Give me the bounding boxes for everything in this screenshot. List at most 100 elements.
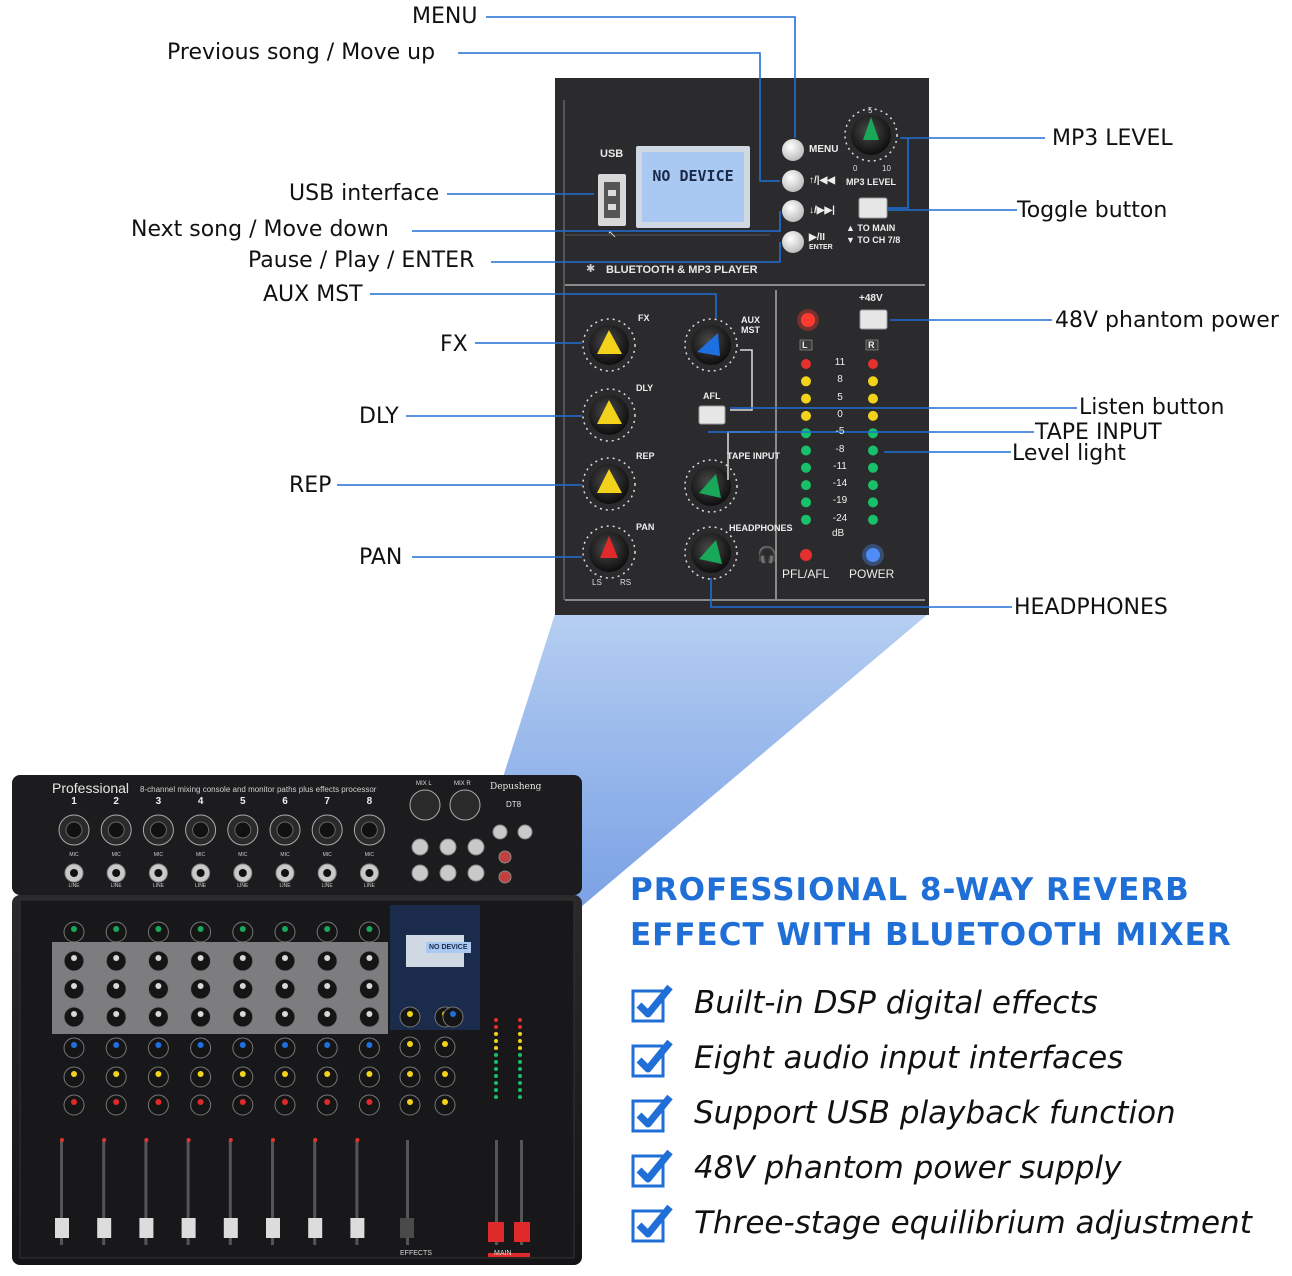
meter-level-label: 11: [834, 357, 846, 368]
mixer-meter-led: [494, 1039, 498, 1043]
mic-label: MIC: [238, 852, 248, 858]
mixer-meter-led: [518, 1046, 522, 1050]
rca-jack: [498, 850, 512, 864]
fader-track: [228, 1140, 232, 1245]
mixer-meter-led: [494, 1095, 498, 1099]
line-label: LINE: [110, 883, 122, 889]
mixer-meter-led: [518, 1095, 522, 1099]
menu-button-label: MENU: [809, 144, 839, 155]
knob-indicator: [324, 1042, 331, 1048]
aux-label: AUX: [741, 315, 761, 325]
knob-indicator: [113, 955, 120, 961]
callout-phantom-power: 48V phantom power: [1055, 308, 1279, 333]
knob-indicator: [366, 983, 373, 989]
play-pause-button[interactable]: [782, 231, 804, 253]
knob-indicator: [155, 1099, 162, 1105]
knob-indicator: [239, 1099, 246, 1105]
fader-cap: [181, 1218, 196, 1238]
mixer-meter-led: [494, 1053, 498, 1057]
xlr-pins: [360, 821, 378, 839]
effects-fader-cap: [400, 1218, 414, 1238]
xlr-pins: [192, 821, 210, 839]
callout-pan: PAN: [359, 545, 403, 570]
knob-indicator: [366, 926, 373, 932]
mic-label: MIC: [111, 852, 121, 858]
knob-indicator: [442, 1041, 448, 1047]
channel-number: 4: [197, 796, 204, 807]
pan-rs-label: RS: [620, 578, 632, 587]
knob-indicator: [366, 955, 373, 961]
previous-song-button[interactable]: [782, 170, 804, 192]
knob-indicator: [442, 1099, 448, 1105]
aux-mst-knob: [684, 318, 738, 372]
knob-indicator: [155, 926, 162, 932]
enter-label: ENTER: [809, 244, 833, 251]
db-label: dB: [832, 528, 845, 539]
callout-usb-interface: USB interface: [289, 181, 440, 206]
usb-label: USB: [600, 148, 624, 160]
mp3-knob-zero: 0: [853, 164, 858, 173]
mixer-meter-led: [518, 1018, 522, 1022]
knob-indicator: [71, 1011, 77, 1017]
mixer-mix-r: MIX R: [454, 781, 471, 787]
checkmark-icon: [631, 1039, 673, 1078]
meter-led: [868, 462, 878, 473]
fx-knob: [582, 318, 636, 372]
meter-left-label: L: [802, 340, 808, 350]
knob-indicator: [324, 983, 331, 989]
mixer-meter-led: [494, 1060, 498, 1064]
peak-led: [186, 1138, 191, 1142]
meter-level-label: -24: [832, 512, 848, 524]
feature-item: Eight audio input interfaces: [630, 1035, 1123, 1081]
mic-label: MIC: [196, 852, 206, 858]
main-fader-track: [495, 1140, 498, 1245]
bluetooth-player-label: BLUETOOTH & MP3 PLAYER: [606, 264, 758, 276]
fader-track: [102, 1140, 106, 1245]
dly-label: DLY: [636, 383, 654, 393]
level-meter: [801, 359, 878, 525]
meter-level-label: 0: [837, 408, 843, 420]
meter-led: [801, 359, 811, 369]
meter-level-label: 8: [837, 374, 843, 386]
afl-button[interactable]: [699, 406, 725, 424]
line-jack-hole: [70, 869, 78, 877]
menu-button[interactable]: [782, 139, 804, 161]
mst-label: MST: [741, 325, 760, 335]
checkmark-icon: [631, 1204, 673, 1243]
meter-led: [801, 462, 811, 473]
master-jack: [439, 864, 457, 882]
mixer-meter-led: [518, 1025, 522, 1029]
knob-indicator: [155, 1071, 162, 1077]
line-label: LINE: [363, 883, 375, 889]
peak-led: [313, 1138, 318, 1142]
rca-jack: [492, 824, 508, 840]
next-song-button[interactable]: [782, 200, 804, 222]
knob-indicator: [282, 983, 288, 989]
feature-item: 48V phantom power supply: [630, 1145, 1121, 1191]
mixer-meter-led: [494, 1074, 498, 1078]
knob-indicator: [113, 1011, 120, 1017]
callout-pause-play: Pause / Play / ENTER: [248, 248, 475, 273]
main-fader-cap: [514, 1222, 530, 1242]
knob-indicator: [239, 1011, 246, 1017]
knob-indicator: [366, 1071, 373, 1077]
meter-led: [801, 428, 811, 439]
mixer-meter-led: [518, 1088, 522, 1092]
phantom-power-button[interactable]: [860, 310, 887, 329]
fader-track: [355, 1140, 359, 1245]
toggle-button[interactable]: [859, 198, 887, 218]
phantom-power-label: +48V: [859, 293, 883, 304]
channel-number: 8: [366, 796, 373, 807]
line-label: LINE: [237, 883, 249, 889]
line-jack-hole: [238, 869, 247, 877]
knob-indicator: [282, 1071, 288, 1077]
heading-line-1: PROFESSIONAL 8-WAY REVERB: [630, 872, 1190, 908]
xlr-pins: [107, 821, 125, 839]
meter-led: [868, 497, 878, 508]
knob-indicator: [197, 1071, 204, 1077]
meter-led: [801, 497, 811, 508]
fader-cap: [266, 1218, 280, 1238]
pan-knob: [582, 525, 636, 579]
knob-indicator: [239, 1071, 246, 1077]
